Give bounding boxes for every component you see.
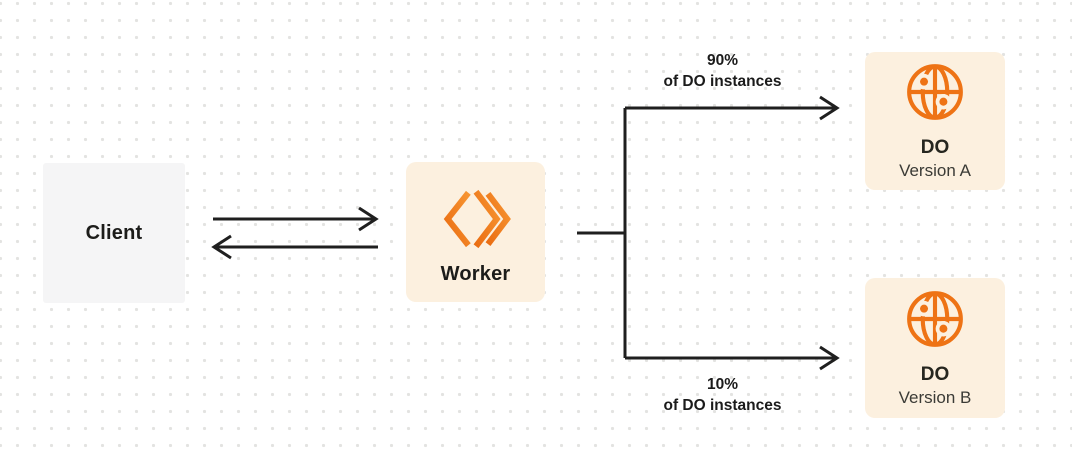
do-b-title: DO	[920, 363, 950, 385]
durable-object-globe-icon	[907, 290, 963, 347]
do-a-subtitle: Version A	[899, 160, 971, 180]
do-b-subtitle: Version B	[898, 387, 972, 407]
branch-a-percent: 90%	[706, 52, 739, 69]
branch-b-caption: of DO instances	[663, 397, 782, 414]
client-node: Client	[43, 163, 185, 303]
worker-label: Worker	[440, 263, 511, 285]
do-version-b-node: DO Version B	[865, 278, 1005, 418]
do-version-a-node: DO Version A	[865, 52, 1005, 190]
workers-logo-icon	[443, 189, 511, 249]
branch-b-percent: 10%	[706, 376, 739, 393]
do-a-title: DO	[920, 136, 950, 158]
arrow-to-version-a	[625, 95, 840, 121]
durable-object-globe-icon	[907, 63, 963, 120]
client-label: Client	[85, 221, 143, 244]
branch-connector	[577, 108, 627, 358]
branch-b-label: 10% of DO instances	[605, 374, 840, 416]
branch-a-caption: of DO instances	[663, 73, 782, 90]
arrow-worker-to-client	[211, 234, 378, 260]
arrow-to-version-b	[625, 345, 840, 371]
branch-a-label: 90% of DO instances	[605, 50, 840, 92]
arrow-client-to-worker	[213, 206, 379, 232]
worker-node: Worker	[406, 162, 545, 302]
